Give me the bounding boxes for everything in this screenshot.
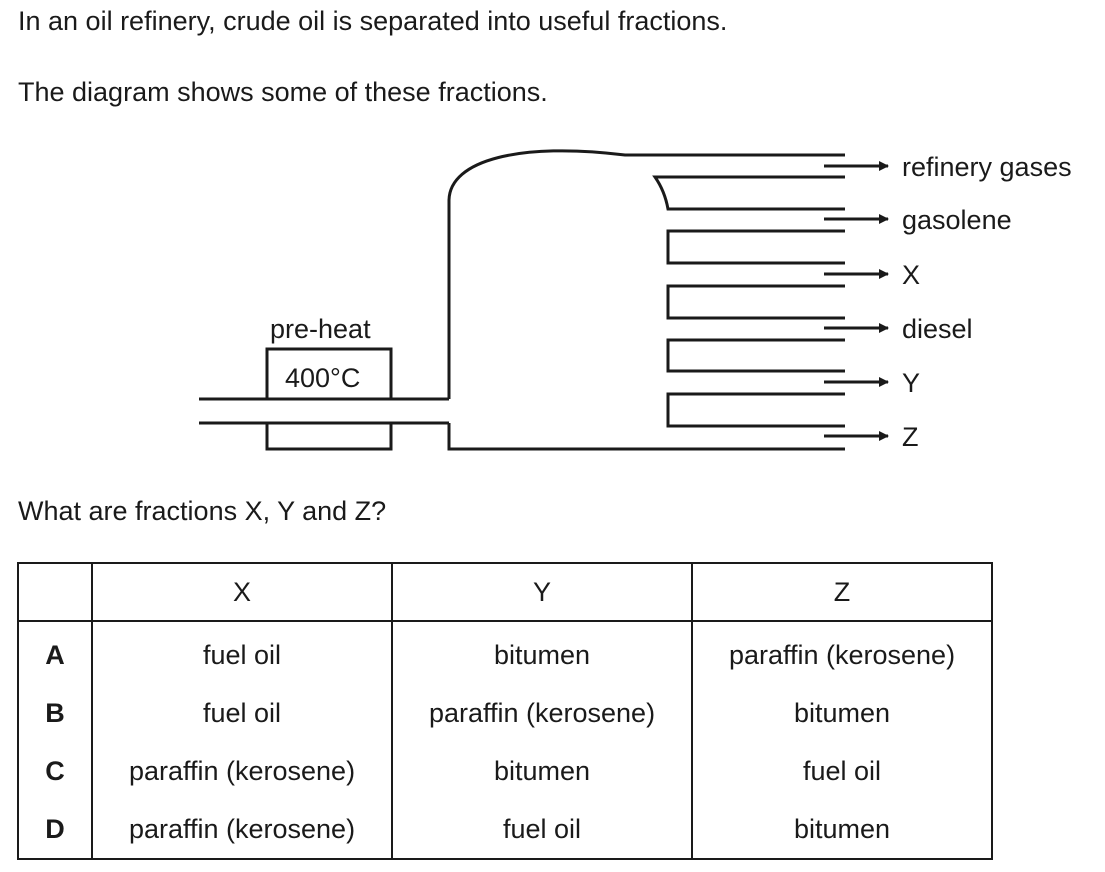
table-row: C paraffin (kerosene) bitumen fuel oil: [17, 742, 993, 800]
table-row: B fuel oil paraffin (kerosene) bitumen: [17, 684, 993, 742]
fraction-label-refinery-gases: refinery gases: [902, 152, 1072, 182]
cell-z: paraffin (kerosene): [691, 621, 993, 684]
column-outline: [447, 149, 845, 451]
cell-z: fuel oil: [691, 742, 993, 800]
preheat-label: pre-heat: [270, 314, 371, 344]
cell-x: paraffin (kerosene): [91, 800, 393, 859]
temperature-label: 400°C: [285, 363, 360, 393]
cell-x: fuel oil: [91, 684, 393, 742]
fraction-label-x: X: [902, 260, 920, 290]
tray-z: [666, 392, 845, 428]
option-letter: D: [17, 800, 93, 859]
header-y: Y: [391, 562, 693, 622]
fraction-label-diesel: diesel: [902, 314, 973, 344]
header-z: Z: [691, 562, 993, 622]
table-header-row: X Y Z: [17, 562, 993, 622]
intro-sentence: In an oil refinery, crude oil is separat…: [18, 6, 728, 36]
column-trays: [652, 175, 845, 428]
column-dome: [447, 149, 845, 399]
cell-y: paraffin (kerosene): [391, 684, 693, 742]
cell-y: fuel oil: [391, 800, 693, 859]
tray-y: [666, 338, 845, 373]
fraction-label-z: Z: [902, 422, 919, 452]
tray-gasolene: [652, 175, 845, 211]
cell-y: bitumen: [391, 621, 693, 684]
cell-z: bitumen: [691, 800, 993, 859]
fractionating-column-diagram: pre-heat 400°C refinery gases gasolene X…: [199, 149, 1072, 452]
fraction-label-y: Y: [902, 368, 920, 398]
diagram-intro-sentence: The diagram shows some of these fraction…: [18, 77, 548, 107]
question-text: What are fractions X, Y and Z?: [18, 496, 387, 526]
cell-y: bitumen: [391, 742, 693, 800]
header-option-cell: [17, 562, 93, 622]
table-row: D paraffin (kerosene) fuel oil bitumen: [17, 800, 993, 859]
answer-options-table: X Y Z A fuel oil bitumen paraffin (keros…: [17, 562, 993, 860]
cell-x: fuel oil: [91, 621, 393, 684]
furnace-lower-block: [265, 421, 393, 451]
header-x: X: [91, 562, 393, 622]
outlet-arrows: [824, 161, 889, 441]
feed-pipe: [199, 397, 449, 425]
tray-diesel: [666, 284, 845, 320]
cell-z: bitumen: [691, 684, 993, 742]
option-letter: A: [17, 621, 93, 684]
tray-x: [666, 229, 845, 265]
table-row: A fuel oil bitumen paraffin (kerosene): [17, 621, 993, 684]
cell-x: paraffin (kerosene): [91, 742, 393, 800]
option-letter: B: [17, 684, 93, 742]
column-base: [447, 423, 845, 451]
option-letter: C: [17, 742, 93, 800]
fraction-label-gasolene: gasolene: [902, 205, 1012, 235]
